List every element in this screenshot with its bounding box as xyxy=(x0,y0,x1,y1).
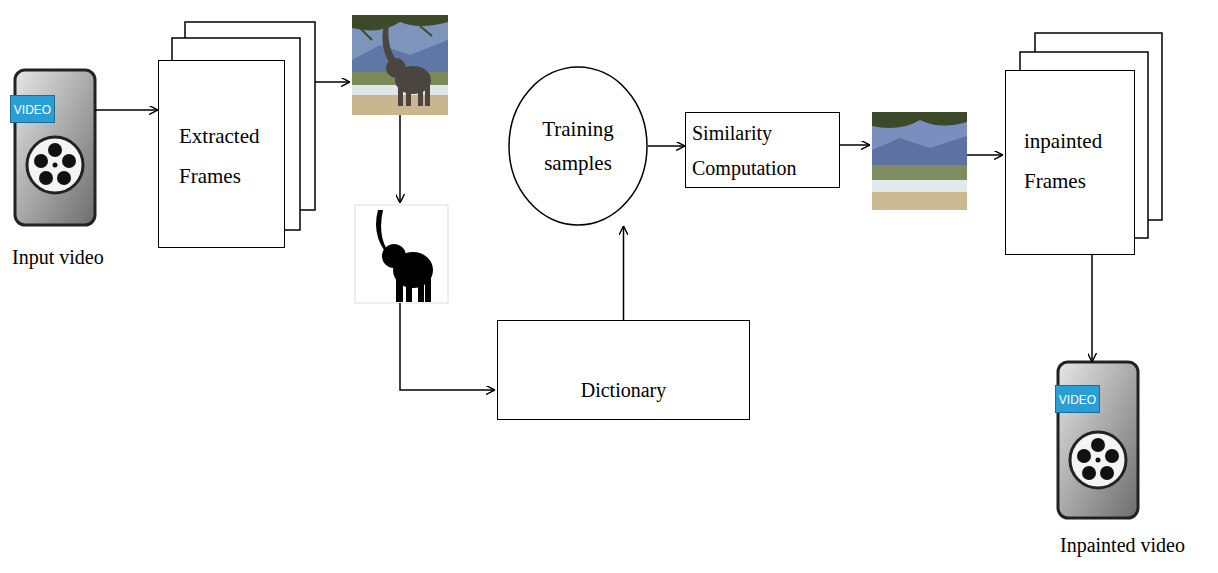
flow-arrow xyxy=(1091,255,1093,362)
box-label: Similarity Computation xyxy=(692,116,833,186)
flow-arrow xyxy=(400,303,495,390)
frame-image xyxy=(352,15,448,115)
icon-caption: Inpainted video xyxy=(1060,533,1185,557)
flow-arrow xyxy=(840,144,870,146)
icon-tab-label: VIDEO xyxy=(1055,385,1100,413)
flow-arrow xyxy=(967,154,1003,156)
circle-outline xyxy=(508,66,648,226)
flow-arrow xyxy=(315,81,350,83)
mask-image xyxy=(355,205,448,303)
circle-outline xyxy=(509,67,647,225)
flow-arrow xyxy=(648,145,685,147)
training-circle: Training samples xyxy=(508,66,648,226)
inpainted-image xyxy=(872,112,967,210)
icon-tab-label: VIDEO xyxy=(10,95,55,123)
frames-box: inpainted Frames xyxy=(1005,70,1135,255)
video-icon: VIDEOInpainted video xyxy=(1058,362,1138,518)
video-icon xyxy=(15,70,95,225)
box-label: Dictionary xyxy=(506,377,741,403)
icon-caption: Input video xyxy=(12,245,104,269)
flow-arrow xyxy=(95,109,158,111)
video-icon: VIDEOInput video xyxy=(15,70,95,225)
process-box: Similarity Computation xyxy=(685,112,840,188)
circle-label: Training samples xyxy=(528,112,628,180)
dictionary-box: Dictionary xyxy=(497,320,750,420)
flow-arrow xyxy=(399,115,401,203)
frames-box: Extracted Frames xyxy=(158,60,285,248)
box-label: inpainted Frames xyxy=(1024,121,1124,201)
box-label: Extracted Frames xyxy=(179,116,274,196)
flow-arrow xyxy=(623,226,625,320)
